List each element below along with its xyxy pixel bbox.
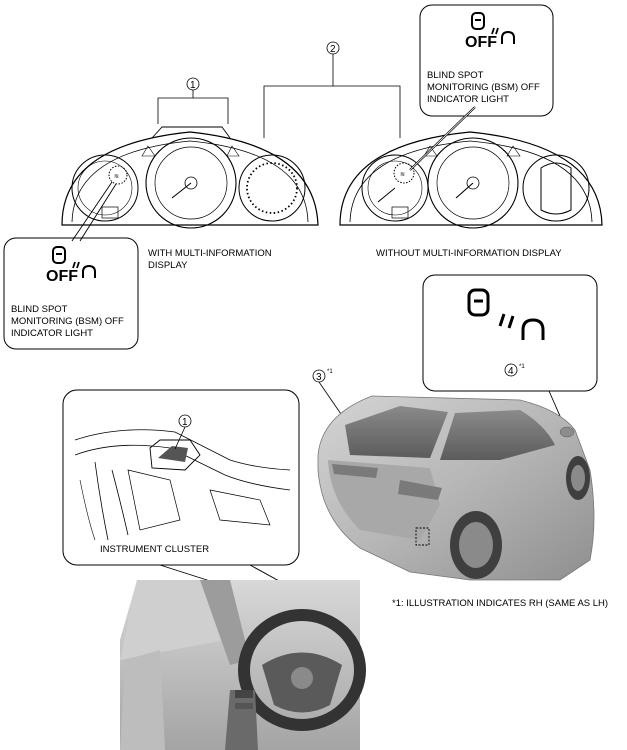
caption-top-line1: BLIND SPOT [427,70,484,81]
off-text-left: OFF [46,268,78,285]
callout-4-number: 4 [508,366,514,377]
caption-left-line3: INDICATOR LIGHT [11,328,93,339]
caption-top-line2: MONITORING (BSM) OFF [427,82,540,93]
callout-1-number: 1 [190,80,196,91]
svg-text:≋: ≋ [114,174,119,180]
label-with-mid-line1: WITH MULTI-INFORMATION [148,248,272,259]
cluster-with-mid: ≋ [61,126,319,229]
callout-1-top: 1 [157,77,229,124]
indicator-box-mirror: 4 *1 [422,274,598,392]
bsm-off-icon-left: OFF [46,246,96,285]
label-without-mid: WITHOUT MULTI-INFORMATION DISPLAY [376,248,562,259]
vehicle-illustration [317,395,595,581]
off-text-top: OFF [465,34,497,51]
callout-3-sup: *1 [327,369,333,375]
indicator-box-top: OFF BLIND SPOT MONITORING (BSM) OFF INDI… [419,4,554,117]
caption-left-line2: MONITORING (BSM) OFF [11,316,124,327]
callout-2: 2 [263,41,401,138]
bsm-indicator-icon [467,288,545,340]
caption-top-line3: INDICATOR LIGHT [427,94,509,105]
interior-illustration [120,580,366,750]
cluster-without-mid: ≋ [339,131,603,229]
svg-text:≋: ≋ [400,172,405,178]
label-instrument-cluster: INSTRUMENT CLUSTER [100,544,209,555]
callout-2-number: 2 [330,44,336,55]
footnote: *1: ILLUSTRATION INDICATES RH (SAME AS L… [392,598,608,609]
callout-1-detail-number: 1 [182,417,188,428]
callout-4-sup: *1 [519,364,525,370]
instrument-cluster-detail: 1 INSTRUMENT CLUSTER [62,389,300,566]
indicator-box-left: OFF BLIND SPOT MONITORING (BSM) OFF INDI… [3,237,139,350]
callout-3-number: 3 [316,372,322,383]
leader-left-indicator [71,181,117,242]
label-with-mid-line2: DISPLAY [148,260,188,271]
caption-left-line1: BLIND SPOT [11,304,68,315]
bsm-off-icon: OFF [465,12,515,51]
